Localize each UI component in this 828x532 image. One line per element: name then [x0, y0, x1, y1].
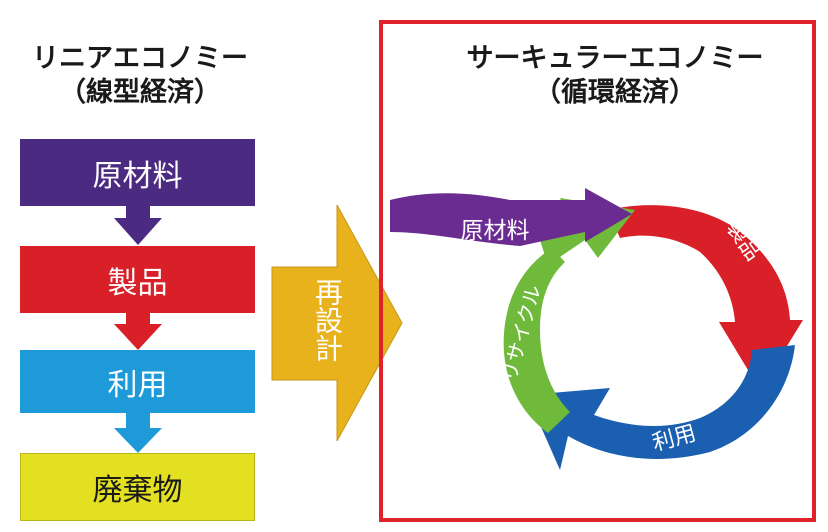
step-raw-material: 原材料 — [20, 139, 255, 206]
redesign-label-text: 再設計 — [311, 278, 344, 362]
circular-title-text: サーキュラーエコノミー — [466, 43, 764, 74]
step-waste-label: 廃棄物 — [92, 473, 183, 508]
raw-material-label: 原材料 — [461, 218, 530, 244]
step-product-label: 製品 — [107, 265, 168, 301]
step-waste: 廃棄物 — [20, 453, 255, 521]
circular-subtitle-text: （循環経済） — [534, 76, 696, 108]
raw-material-arrow — [390, 188, 632, 246]
product-arc — [608, 205, 803, 390]
linear-subtitle-text: （線型経済） — [59, 76, 221, 108]
circular-frame — [379, 20, 816, 522]
step-raw-material-label: 原材料 — [92, 158, 183, 194]
arrow-down-1 — [114, 205, 162, 245]
redesign-arrow — [271, 204, 403, 442]
step-use-label: 利用 — [107, 367, 168, 403]
arrow-down-2 — [114, 313, 162, 350]
linear-title: リニアエコノミー （線型経済） — [20, 42, 260, 110]
linear-title-text: リニアエコノミー — [32, 43, 248, 74]
redesign-label: 再設計 — [300, 278, 344, 362]
step-product: 製品 — [20, 246, 255, 313]
circular-title: サーキュラーエコノミー （循環経済） — [455, 42, 775, 110]
recycle-arc — [503, 248, 570, 433]
step-use: 利用 — [20, 350, 255, 413]
arrow-down-3 — [114, 413, 162, 453]
use-arc — [527, 345, 795, 470]
